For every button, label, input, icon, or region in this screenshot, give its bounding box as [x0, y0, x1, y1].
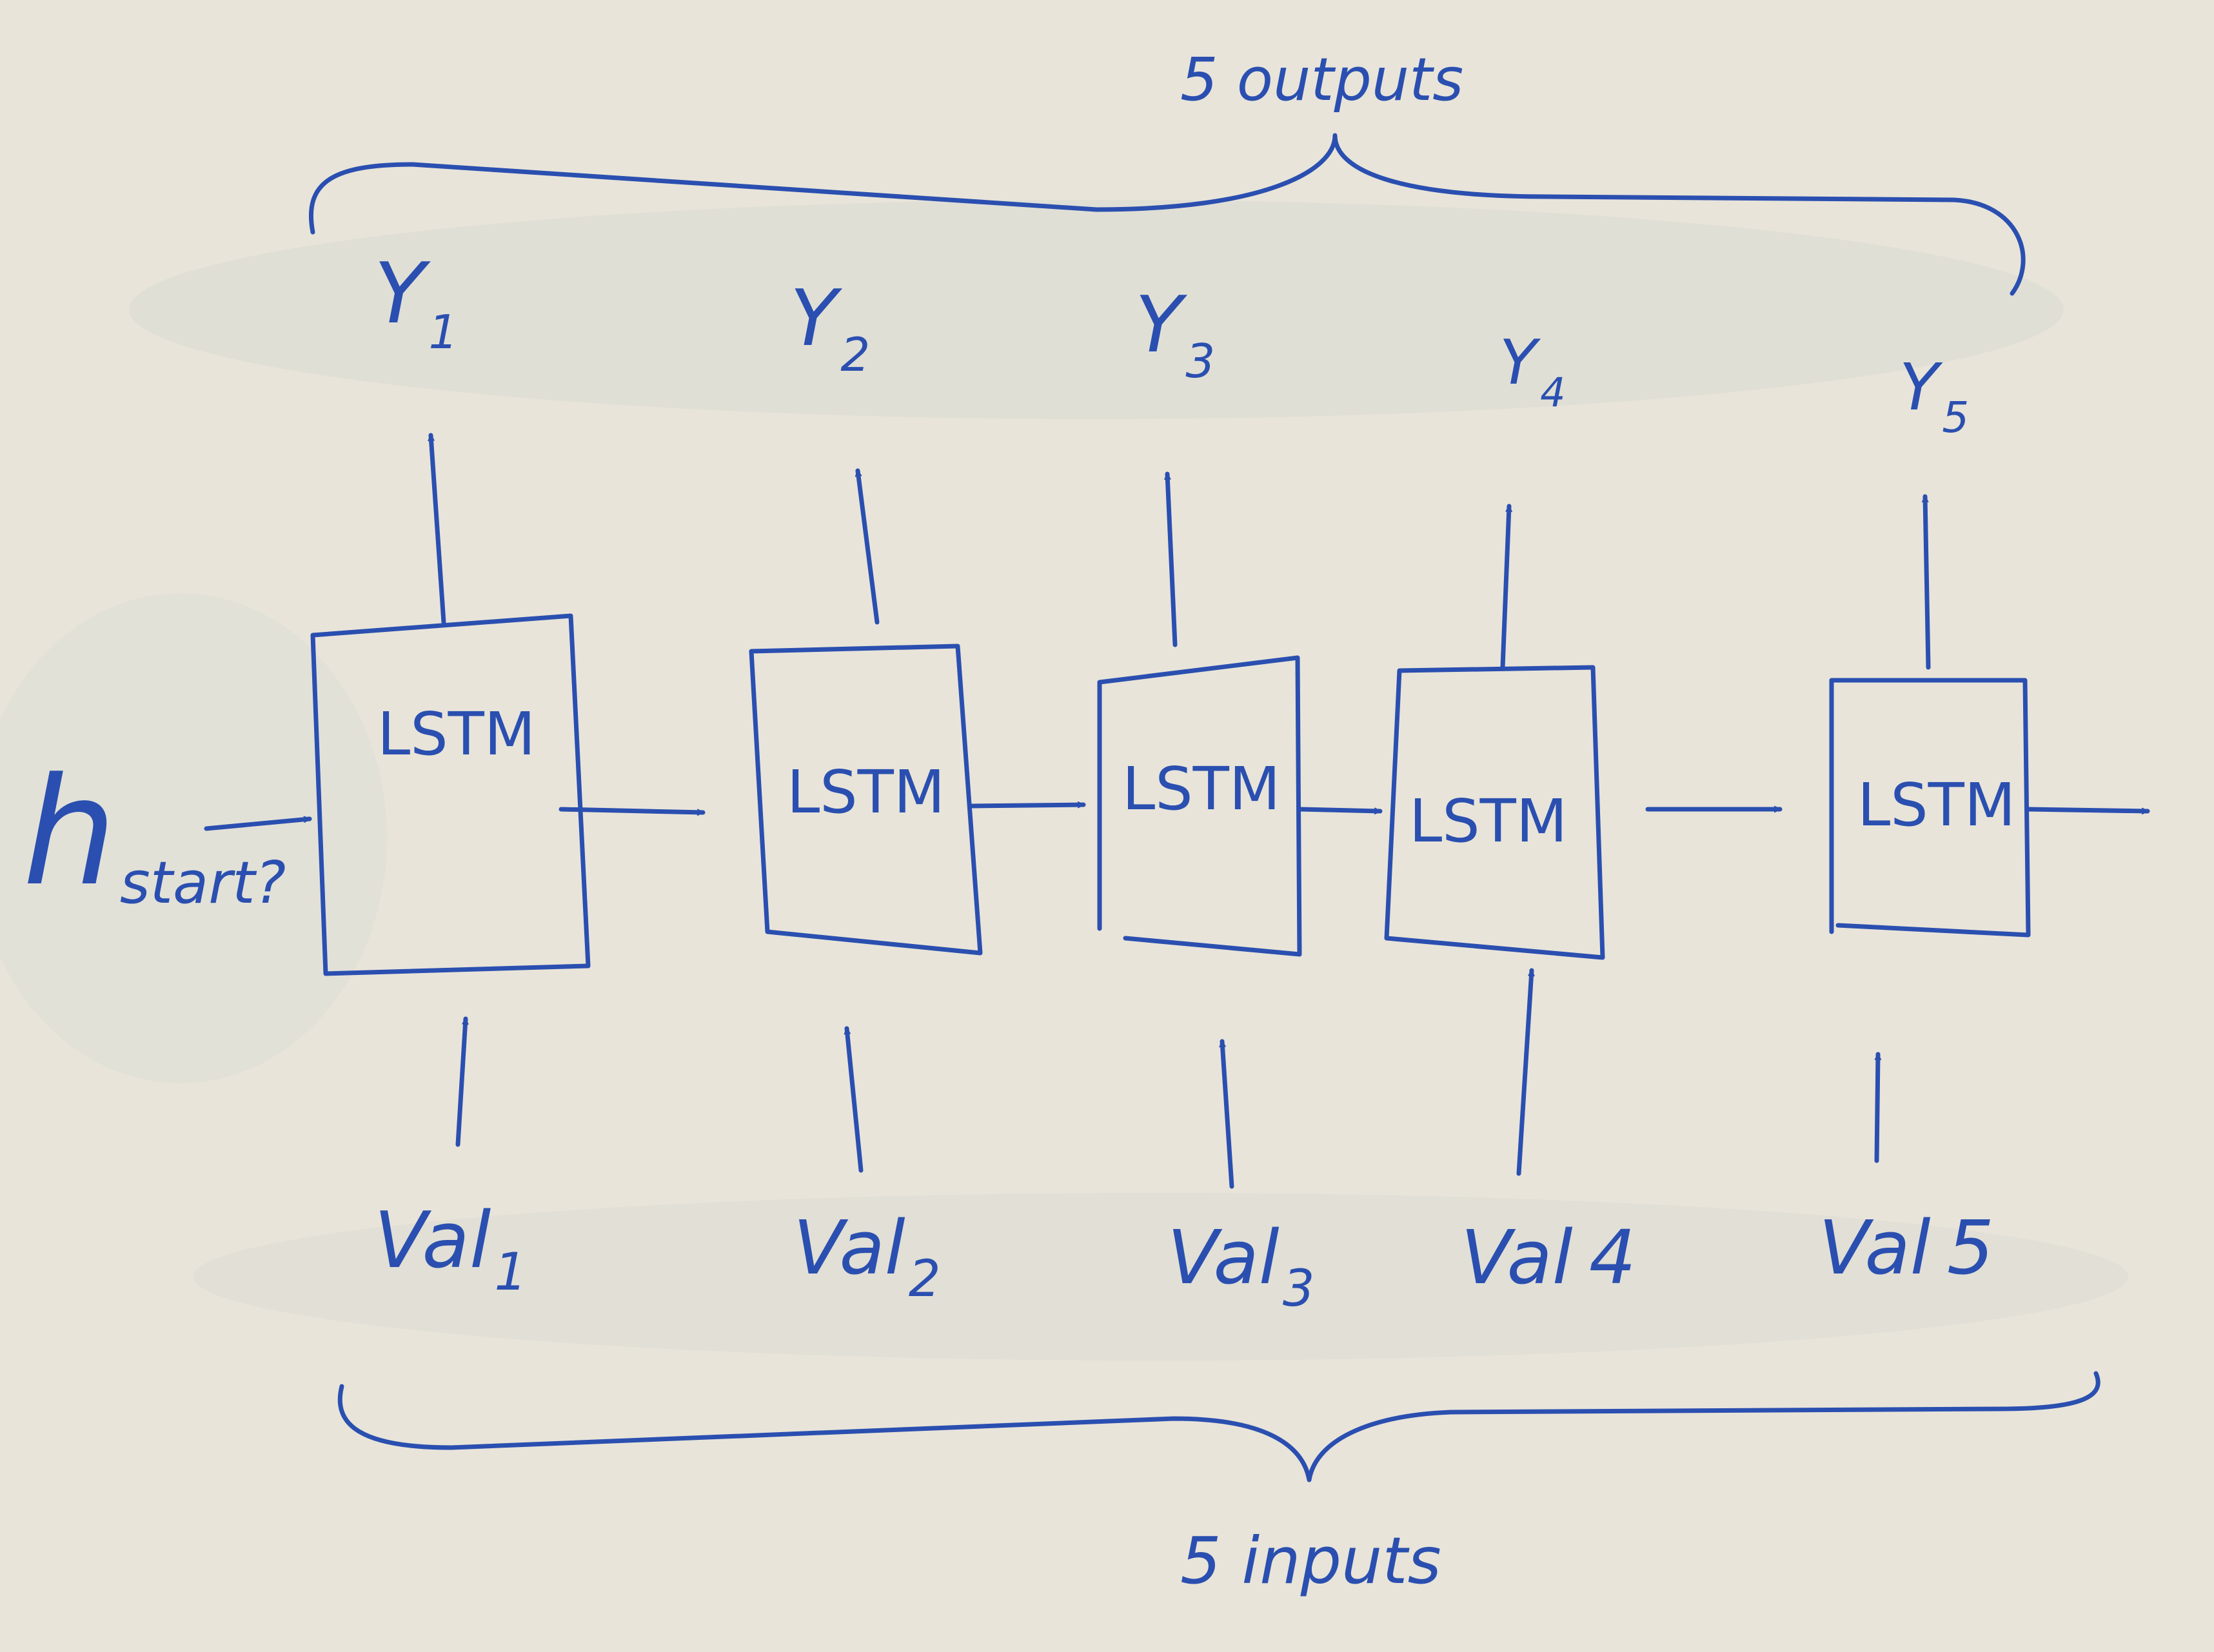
input-label-2: Val 2	[793, 1205, 940, 1308]
output-label-main: Y	[790, 274, 843, 364]
lstm-cell-label: LSTM	[787, 758, 945, 827]
output-label-sub: 1	[429, 305, 459, 359]
input-label-5: Val 5	[1819, 1205, 1994, 1292]
lstm-cell-1: LSTM	[310, 613, 591, 976]
input-arrow-5	[1874, 1052, 1882, 1163]
inputs-brace	[337, 1371, 2100, 1482]
lstm-cell-5: LSTM	[1829, 678, 2031, 938]
input-label-3: Val 3	[1167, 1215, 1314, 1318]
recurrent-arrow-1-2	[558, 807, 706, 816]
output-label-main: Y	[1899, 349, 1943, 425]
output-label-sub: 4	[1540, 369, 1565, 416]
input-label-4: Val 4	[1461, 1215, 1636, 1301]
input-label-sub: 2	[909, 1250, 941, 1308]
lstm-cell-label: LSTM	[1857, 771, 2015, 840]
output-label-main: Y	[1135, 280, 1188, 370]
output-arrow-5	[1921, 494, 1931, 670]
initial-state-label: h start?	[23, 747, 286, 919]
output-label-3: Y 3	[1135, 280, 1215, 388]
output-arrow-1	[428, 433, 446, 625]
output-arrow-2	[855, 468, 880, 625]
lstm-cell-2: LSTM	[749, 644, 983, 956]
eraser-smudge	[129, 200, 2064, 419]
initial-state-main: h	[23, 747, 117, 919]
lstm-cell-box	[749, 644, 983, 956]
lstm-cell-3: LSTM	[1097, 655, 1302, 957]
output-label-2: Y 2	[790, 274, 870, 382]
lstm-cell-4: LSTM	[1384, 665, 1605, 960]
output-arrow-3	[1164, 471, 1178, 647]
output-arrow-4	[1500, 504, 1512, 670]
lstm-cell-box	[1384, 665, 1605, 960]
recurrent-arrow-out	[2026, 807, 2150, 815]
input-label-sub: 5	[1947, 1205, 1994, 1292]
inputs-title: 5 inputs	[1180, 1523, 1441, 1598]
input-arrow-2	[844, 1026, 864, 1173]
output-label-main: Y	[1499, 328, 1541, 398]
input-arrow-1	[455, 1016, 469, 1147]
input-label-main: Val	[1819, 1205, 1931, 1292]
output-label-sub: 3	[1185, 334, 1215, 388]
lstm-cell-label: LSTM	[377, 700, 535, 769]
input-label-main: Val	[374, 1196, 491, 1286]
eraser-smudge	[193, 1193, 2128, 1361]
output-label-1: Y 1	[374, 244, 458, 359]
input-arrow-3	[1219, 1039, 1234, 1189]
output-label-main: Y	[374, 244, 431, 342]
output-label-sub: 2	[840, 328, 870, 382]
initial-state-arrow	[204, 816, 312, 831]
recurrent-arrow-2-3	[968, 801, 1086, 809]
input-label-1: Val 1	[374, 1196, 527, 1302]
output-label-sub: 5	[1942, 393, 1969, 442]
input-label-main: Val	[1461, 1215, 1573, 1301]
recurrent-arrow-3-4	[1297, 807, 1383, 815]
outputs-title: 5 outputs	[1180, 45, 1463, 114]
input-label-sub: 3	[1283, 1260, 1315, 1318]
lstm-cell-box	[310, 613, 591, 976]
lstm-cell-label: LSTM	[1122, 754, 1280, 823]
initial-state-sub: start?	[120, 849, 286, 917]
output-label-5: Y 5	[1899, 349, 1969, 442]
input-label-sub: 4	[1589, 1215, 1636, 1301]
input-label-sub: 1	[494, 1242, 527, 1302]
input-arrow-4	[1516, 968, 1535, 1176]
eraser-smudge	[0, 593, 387, 1083]
outputs-brace	[308, 133, 2026, 296]
output-label-4: Y 4	[1499, 328, 1566, 416]
lstm-cell-box	[1097, 655, 1302, 957]
input-label-main: Val	[1167, 1215, 1280, 1301]
lstm-cell-box	[1829, 678, 2031, 938]
input-label-main: Val	[793, 1205, 905, 1292]
lstm-cell-label: LSTM	[1409, 787, 1567, 856]
